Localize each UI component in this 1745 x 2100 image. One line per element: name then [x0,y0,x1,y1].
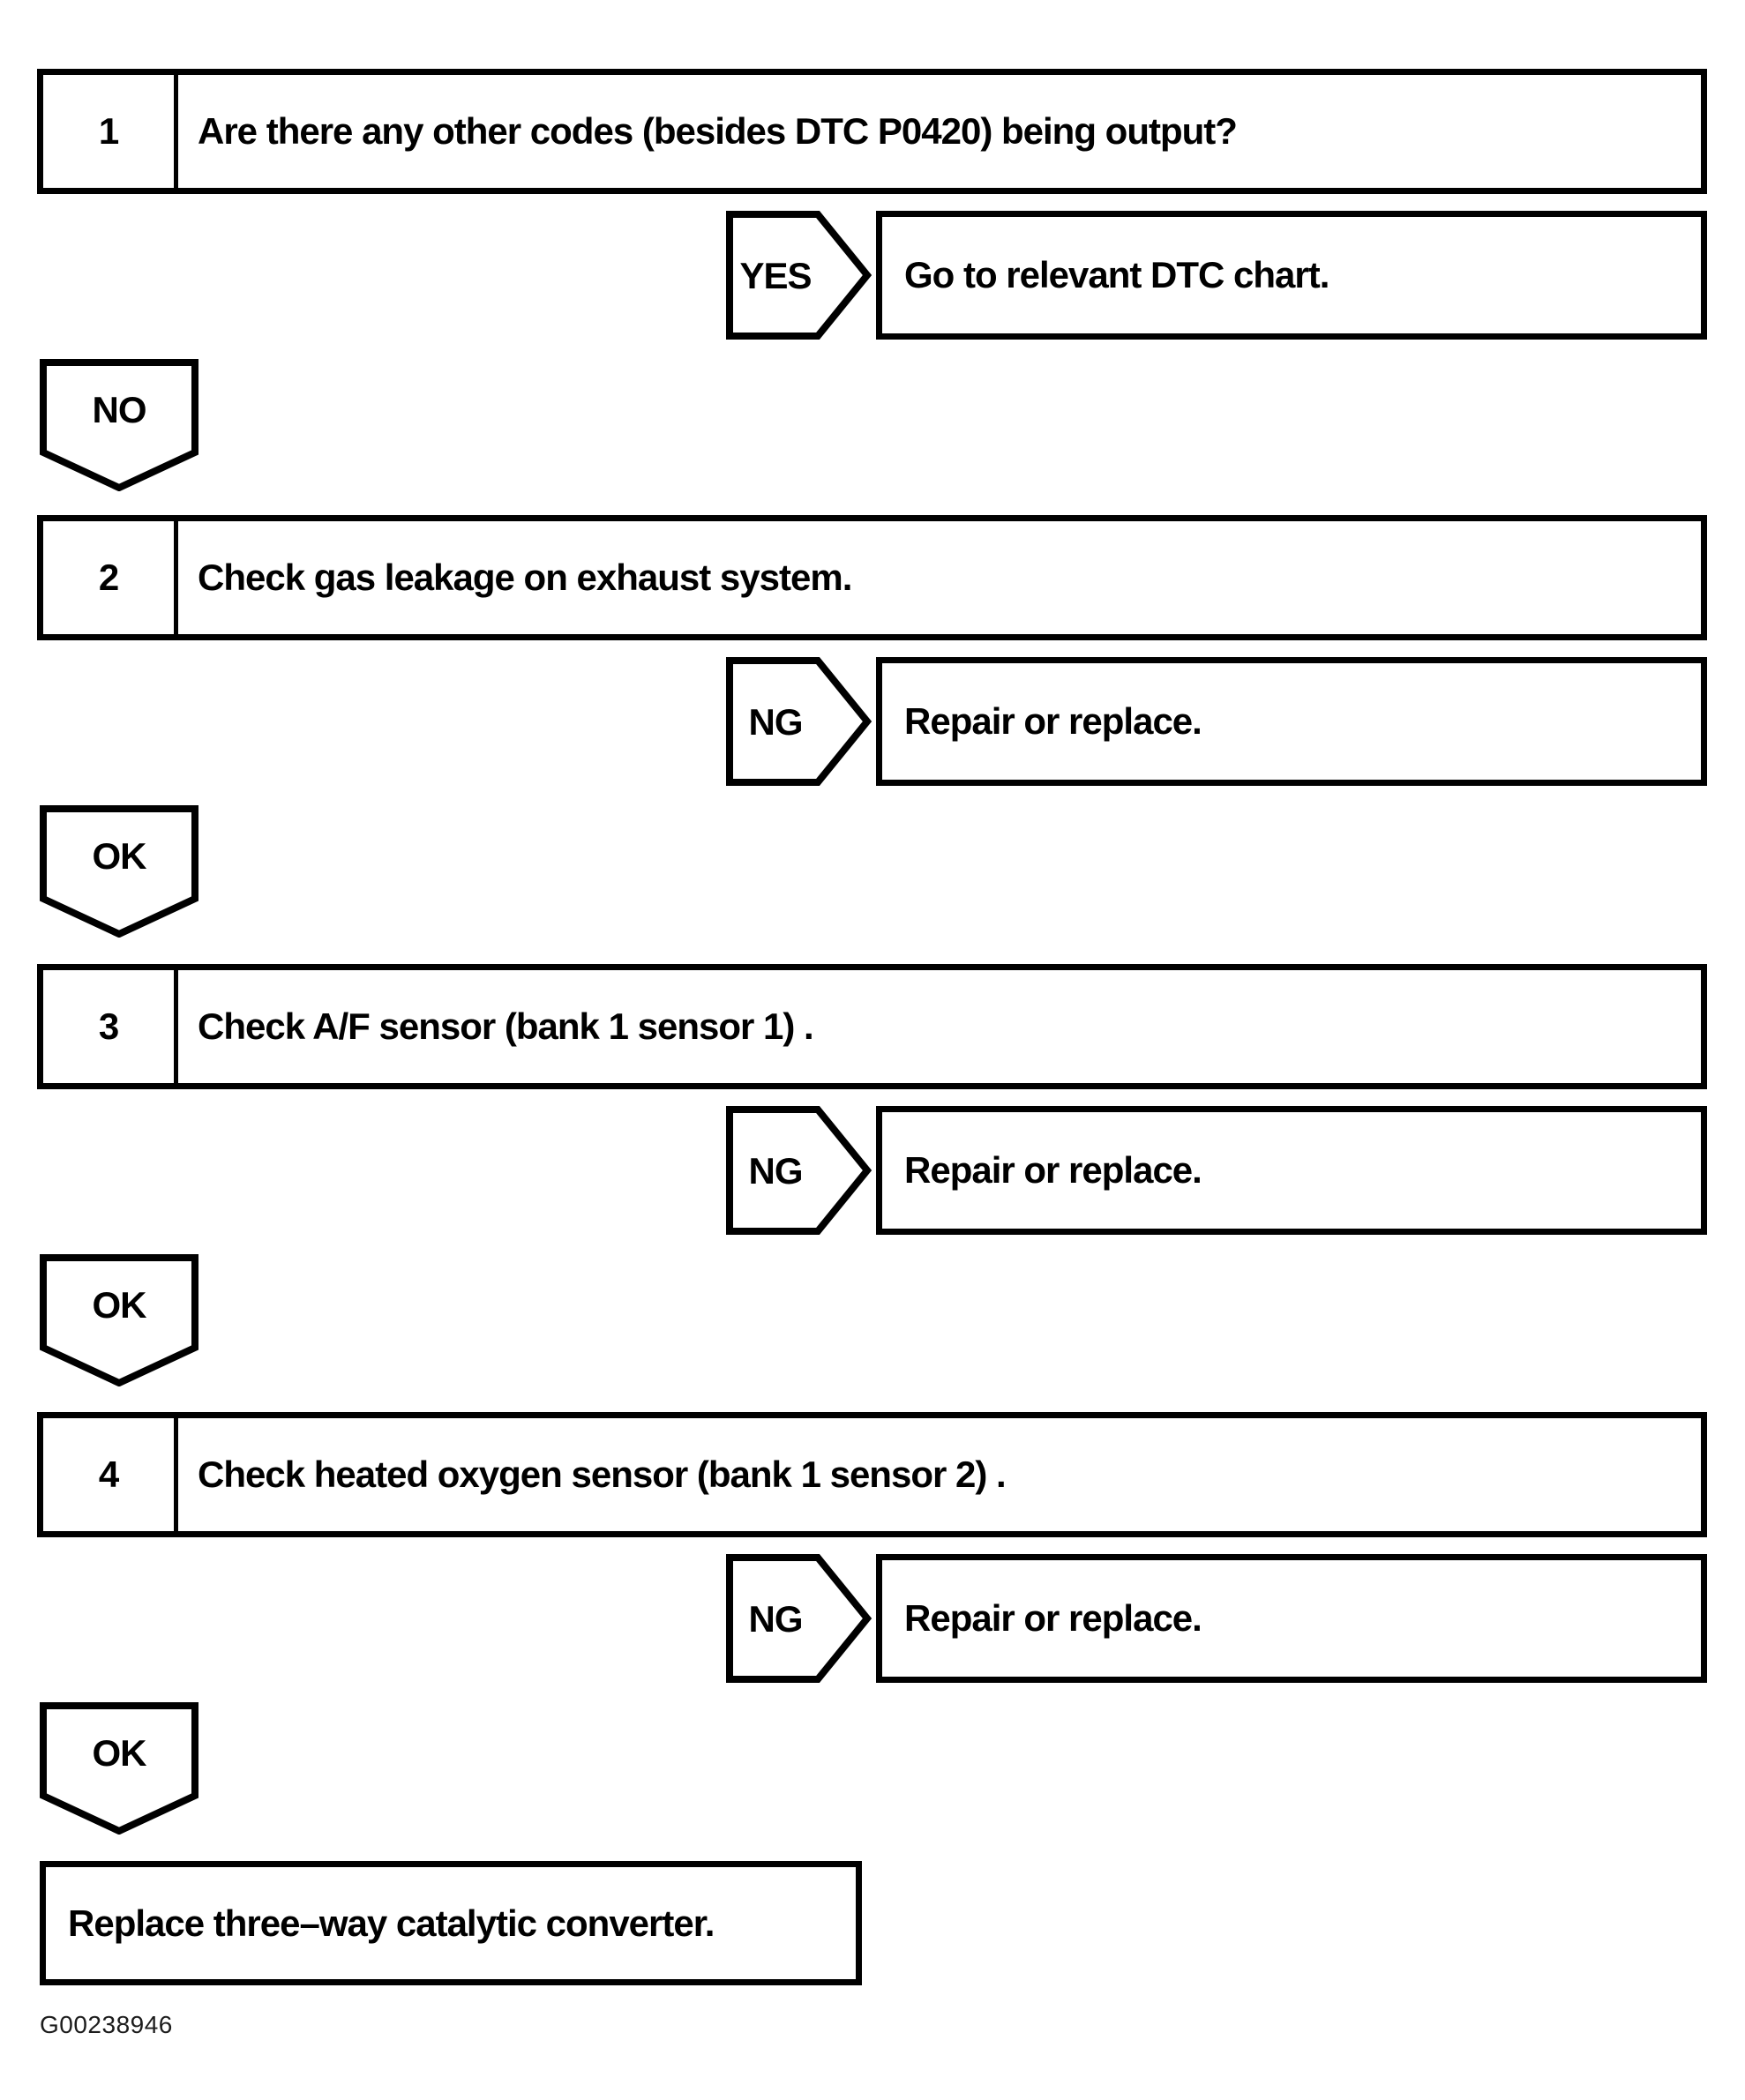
pentagon-outline [726,657,872,786]
process-box: 2 Check gas leakage on exhaust system. [37,515,1707,640]
continue-label: NO [93,389,146,430]
branch-label: NG [749,1598,803,1640]
continue-label: OK [93,835,147,877]
result-box: Go to relevant DTC chart. [876,211,1707,340]
step-text: Check gas leakage on exhaust system. [198,557,852,598]
step-number-cell: 1 [43,75,178,188]
step-number-cell: 2 [43,521,178,634]
branch-label: YES [739,255,811,296]
result-text: Repair or replace. [904,700,1202,742]
result-text: Repair or replace. [904,1597,1202,1639]
step-number-cell: 4 [43,1418,178,1531]
result-box: Repair or replace. [876,1554,1707,1683]
pentagon-outline [40,359,198,491]
step-number: 1 [98,110,119,152]
result-box: Repair or replace. [876,657,1707,786]
continue-pentagon: NO [40,359,198,491]
final-action-text: Replace three–way catalytic converter. [68,1902,715,1944]
branch-pentagon: NG [726,1106,872,1235]
process-box: 1 Are there any other codes (besides DTC… [37,69,1707,194]
branch-pentagon: NG [726,657,872,786]
step-text-cell: Check gas leakage on exhaust system. [178,521,1701,634]
branch-label: NG [749,1150,803,1192]
step-number: 3 [98,1005,119,1047]
continue-pentagon: OK [40,805,198,938]
pentagon-outline [40,805,198,938]
step-text: Check heated oxygen sensor (bank 1 senso… [198,1454,1007,1495]
pentagon-outline [726,211,872,340]
pentagon-outline [40,1254,198,1386]
step-text: Check A/F sensor (bank 1 sensor 1) . [198,1005,814,1047]
step-number: 4 [98,1454,119,1495]
branch-pentagon: YES [726,211,872,340]
step-text-cell: Are there any other codes (besides DTC P… [178,75,1701,188]
figure-code: G00238946 [40,2011,173,2038]
step-text-cell: Check A/F sensor (bank 1 sensor 1) . [178,970,1701,1083]
continue-label: OK [93,1732,147,1774]
pentagon-outline [726,1106,872,1235]
pentagon-outline [726,1554,872,1683]
step-text-cell: Check heated oxygen sensor (bank 1 senso… [178,1418,1701,1531]
step-number-cell: 3 [43,970,178,1083]
continue-label: OK [93,1284,147,1326]
continue-pentagon: OK [40,1254,198,1386]
step-number: 2 [98,557,119,598]
process-box: 4 Check heated oxygen sensor (bank 1 sen… [37,1412,1707,1537]
process-box: 3 Check A/F sensor (bank 1 sensor 1) . [37,964,1707,1089]
result-text: Repair or replace. [904,1149,1202,1191]
result-text: Go to relevant DTC chart. [904,254,1329,295]
branch-label: NG [749,701,803,743]
result-box: Repair or replace. [876,1106,1707,1235]
branch-pentagon: NG [726,1554,872,1683]
continue-pentagon: OK [40,1702,198,1835]
pentagon-outline [40,1702,198,1835]
step-text: Are there any other codes (besides DTC P… [198,110,1238,152]
final-action-box: Replace three–way catalytic converter. [40,1861,862,1985]
